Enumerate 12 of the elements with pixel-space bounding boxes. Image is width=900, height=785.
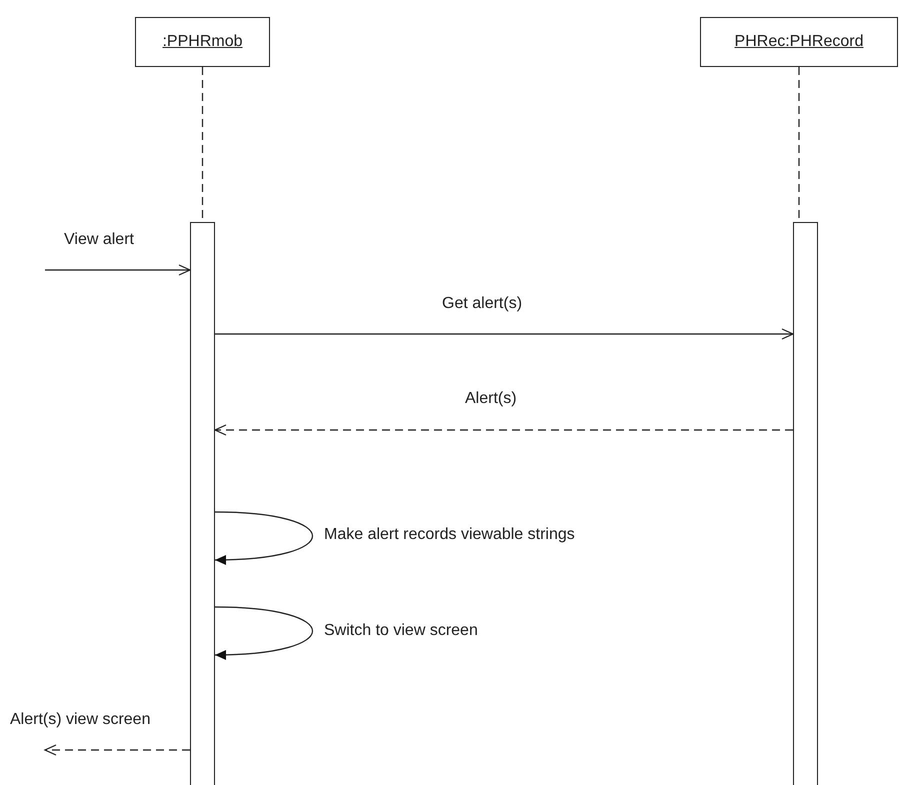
- activation-bar: [190, 222, 215, 785]
- lifeline-head-box: [135, 17, 270, 67]
- message-arrow: [214, 424, 793, 436]
- object-name: :PPHRmob: [162, 32, 243, 52]
- message-arrow: [215, 328, 794, 340]
- activation-bar: [793, 222, 818, 785]
- message-arrow: [44, 744, 190, 756]
- message-arrow: [45, 264, 191, 276]
- self-message-arrow: [214, 511, 313, 565]
- object-name: PHRec:PHRecord: [734, 32, 864, 52]
- lifeline-head-box: [700, 17, 898, 67]
- self-message-arrow: [214, 606, 313, 660]
